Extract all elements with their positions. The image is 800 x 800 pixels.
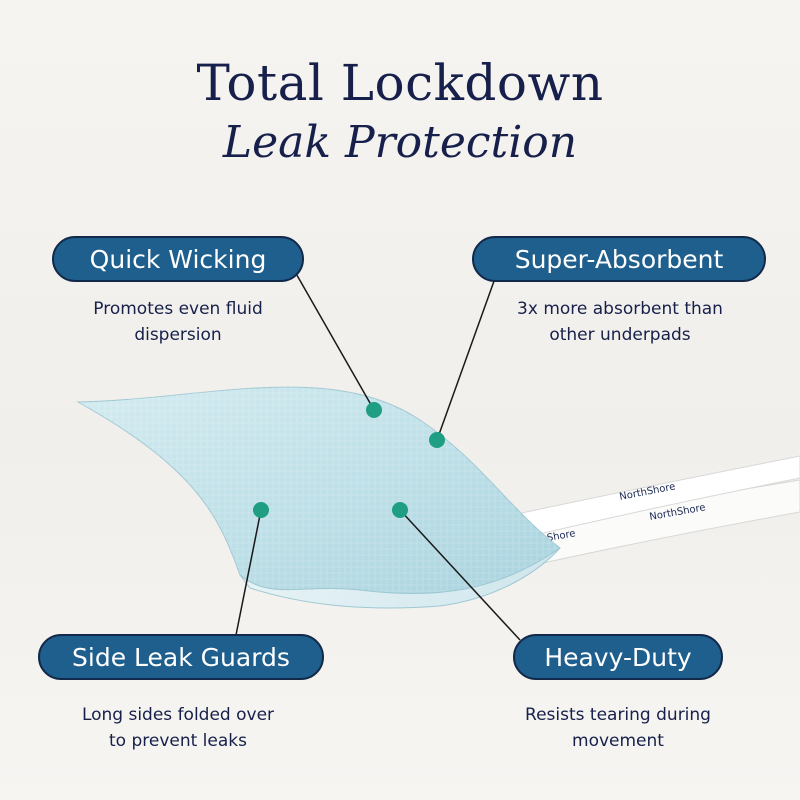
feature-pill-super-absorbent: Super-Absorbent (472, 236, 766, 282)
desc-line: other underpads (549, 325, 691, 345)
feature-pill-heavy-duty: Heavy-Duty (513, 634, 723, 680)
feature-desc-heavy-duty: Resists tearing during movement (468, 702, 768, 754)
feature-pill-quick-wicking: Quick Wicking (52, 236, 304, 282)
dot-quick-wicking (366, 402, 382, 418)
callout-line-side-leak-guards (235, 509, 262, 636)
callout-line-heavy-duty (399, 509, 521, 641)
feature-pill-side-leak-guards: Side Leak Guards (38, 634, 324, 680)
callout-line-quick-wicking (293, 269, 375, 411)
callout-line-super-absorbent (436, 269, 499, 441)
dot-super-absorbent (429, 432, 445, 448)
feature-desc-super-absorbent: 3x more absorbent than other underpads (470, 296, 770, 348)
headline-line-2: Leak Protection (222, 117, 578, 168)
callout-lines (235, 269, 521, 641)
desc-line: to prevent leaks (108, 731, 247, 751)
desc-line: dispersion (134, 325, 222, 345)
dot-side-leak-guards (253, 502, 269, 518)
desc-line: Promotes even fluid (93, 299, 263, 319)
headline: Total Lockdown Leak Protection (0, 52, 800, 172)
dot-heavy-duty (392, 502, 408, 518)
desc-line: movement (572, 731, 664, 751)
feature-desc-quick-wicking: Promotes even fluid dispersion (28, 296, 328, 348)
desc-line: Resists tearing during (525, 705, 711, 725)
headline-line-1: Total Lockdown (196, 54, 604, 112)
callout-dots (253, 402, 445, 518)
feature-desc-side-leak-guards: Long sides folded over to prevent leaks (28, 702, 328, 754)
underpad (76, 386, 561, 609)
desc-line: 3x more absorbent than (517, 299, 723, 319)
desc-line: Long sides folded over (81, 705, 275, 725)
